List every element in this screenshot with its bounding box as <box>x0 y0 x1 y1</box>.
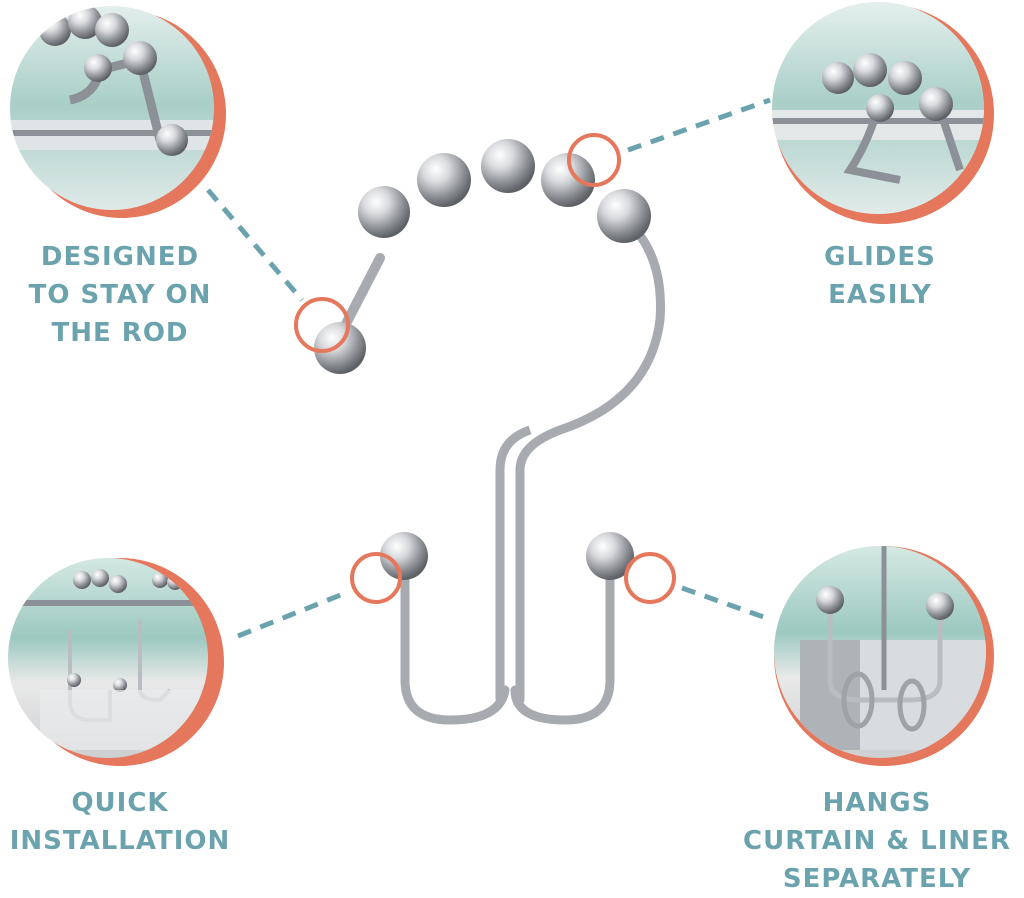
feature-label-quick: QUICK INSTALLATION <box>0 784 240 860</box>
feature-label-glides: GLIDES EASILY <box>760 238 1000 314</box>
feature-label-line: QUICK <box>71 788 169 818</box>
highlight-circle-glides <box>567 133 621 187</box>
detail-photo-hangs <box>774 546 994 766</box>
feature-label-line: HANGS <box>822 788 932 818</box>
shower-ring-hook <box>314 139 665 725</box>
connector-quick <box>237 589 349 639</box>
detail-photo-glides <box>772 2 994 224</box>
feature-label-line: THE ROD <box>51 318 189 348</box>
feature-label-line: SEPARATELY <box>782 864 972 894</box>
highlight-circles <box>294 133 676 604</box>
highlight-circle-hangs <box>624 552 676 604</box>
feature-label-line: EASILY <box>828 280 932 310</box>
connector-hangs <box>681 585 773 623</box>
connector-designed <box>206 188 304 302</box>
highlight-circle-designed <box>294 297 350 353</box>
feature-label-hangs: HANGS CURTAIN & LINER SEPARATELY <box>730 784 1024 898</box>
feature-label-line: CURTAIN & LINER <box>743 826 1011 856</box>
feature-label-line: INSTALLATION <box>9 826 231 856</box>
detail-photo-quick <box>8 558 224 766</box>
highlight-circle-quick <box>350 552 402 604</box>
feature-label-designed: DESIGNED TO STAY ON THE ROD <box>0 238 240 352</box>
connector-lines <box>206 97 773 639</box>
feature-label-line: TO STAY ON <box>28 280 212 310</box>
connector-glides <box>627 97 771 153</box>
feature-label-line: DESIGNED <box>40 242 200 272</box>
feature-label-line: GLIDES <box>824 242 936 272</box>
detail-photo-designed <box>10 6 226 218</box>
